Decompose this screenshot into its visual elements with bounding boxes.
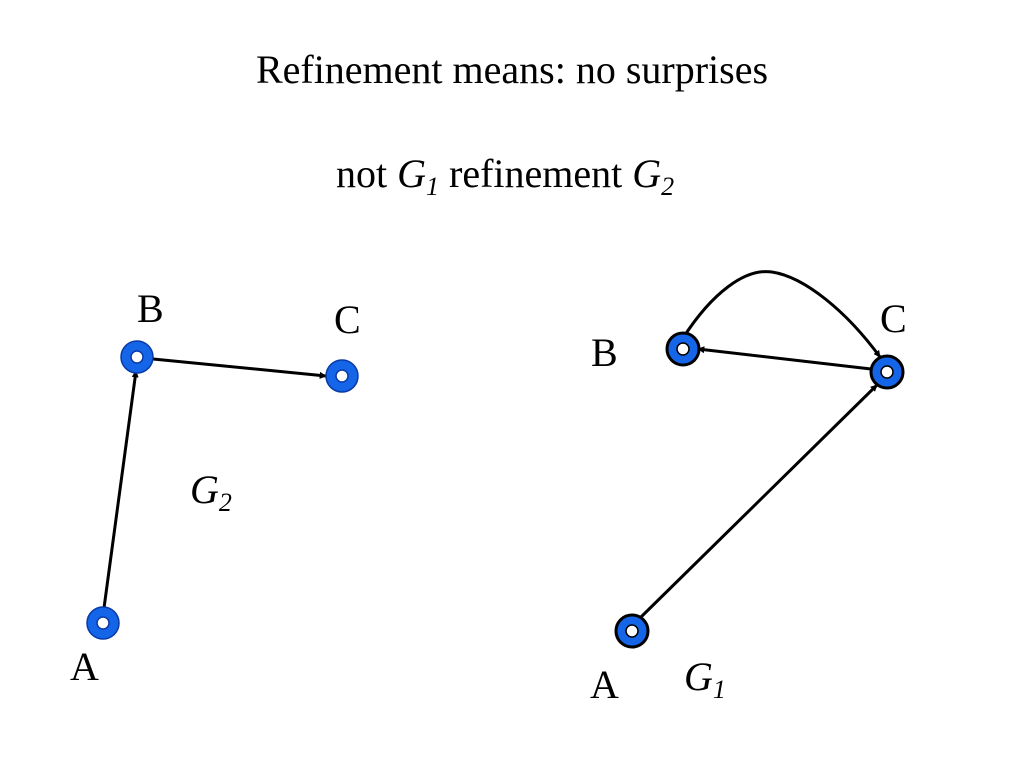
subtitle: not G1 refinement G2 — [336, 148, 674, 200]
g1-label-b: B — [591, 330, 618, 375]
g1-label-c: C — [880, 296, 907, 341]
g1-edge-a-to-c — [639, 383, 879, 619]
subtitle-g2-sub: 2 — [661, 172, 675, 201]
page-title: Refinement means: no surprises — [255, 47, 769, 92]
g1-name-sub: 1 — [713, 675, 726, 704]
g2-name-letter: G — [190, 467, 219, 512]
g1-node-c — [869, 354, 905, 390]
g1-node-b — [665, 331, 701, 367]
g2-node-a — [86, 606, 120, 640]
g2-edge-a-to-b — [102, 370, 139, 609]
g2-edge-b-to-c — [152, 357, 327, 379]
g1-edge-c-to-b — [697, 346, 872, 371]
g1-node-a — [614, 613, 650, 649]
g2-name-sub: 2 — [219, 488, 232, 517]
g1-label-a: A — [590, 662, 619, 707]
subtitle-middle: refinement — [439, 151, 633, 196]
graph-g2: B C A G2 — [70, 286, 361, 689]
g2-label-c: C — [334, 297, 361, 342]
g2-node-c — [325, 359, 359, 393]
subtitle-g1-sub: 1 — [426, 172, 440, 201]
g2-label-b: B — [137, 286, 164, 331]
g1-edge-b-to-c-curved — [681, 270, 882, 358]
g2-graph-name: G2 — [190, 467, 232, 517]
g2-label-a: A — [70, 644, 99, 689]
subtitle-prefix: not — [336, 151, 398, 196]
subtitle-g1-letter: G — [397, 151, 427, 196]
g1-name-letter: G — [684, 654, 713, 699]
graph-g1: B C A G1 — [590, 270, 907, 707]
g2-node-b — [120, 340, 154, 374]
g1-graph-name: G1 — [684, 654, 726, 704]
subtitle-g2-letter: G — [632, 151, 662, 196]
